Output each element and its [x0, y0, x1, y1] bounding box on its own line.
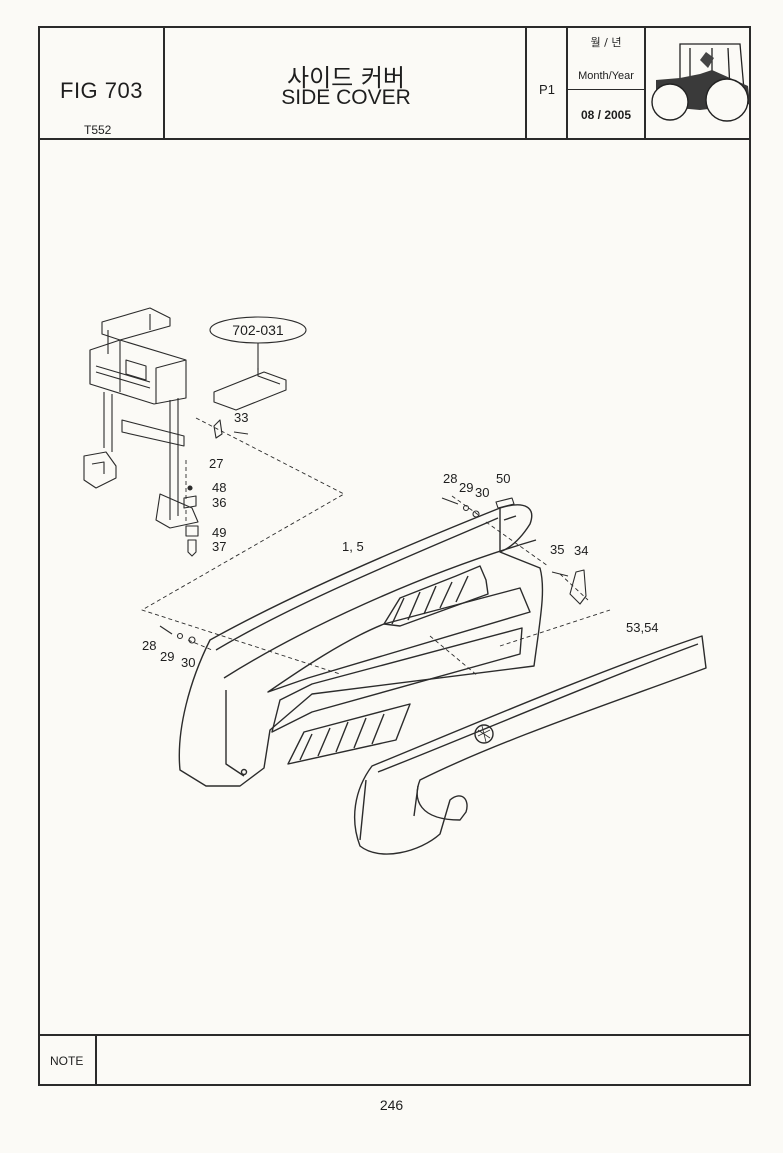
part-label-33: 33	[234, 410, 248, 425]
washer-29-left	[176, 632, 184, 640]
bolt-35	[551, 571, 569, 577]
date-value: 08 / 2005	[580, 108, 632, 122]
title-korean: 사이드 커버	[286, 64, 406, 92]
part-label-28-left: 28	[142, 638, 156, 653]
bracket-34	[569, 569, 587, 605]
part-label-28-top: 28	[443, 471, 457, 486]
part-label-50: 50	[496, 471, 510, 486]
page-number: 246	[379, 1097, 404, 1113]
date-label: Month/Year	[578, 70, 634, 82]
part-label-1-5: 1, 5	[342, 539, 364, 554]
pin-28-left	[159, 625, 173, 635]
title-block	[38, 26, 751, 140]
date-label-korean: 월 / 년	[590, 36, 622, 49]
part-label-30-top: 30	[475, 485, 489, 500]
support-bracket	[83, 307, 287, 529]
pin-28-top	[441, 497, 459, 505]
clip-50	[495, 497, 515, 509]
note-label: NOTE	[50, 1054, 84, 1068]
title-block-divider	[163, 26, 165, 140]
part-label-35: 35	[550, 542, 564, 557]
note-divider	[95, 1034, 97, 1086]
washer-29-top	[462, 504, 470, 512]
part-label-34: 34	[574, 543, 588, 558]
part-label-29-left: 29	[160, 649, 174, 664]
bracket-clip	[213, 419, 223, 439]
part-label-37: 37	[212, 539, 226, 554]
part-label-36: 36	[212, 495, 226, 510]
part-label-49: 49	[212, 525, 226, 540]
part-label-53-54: 53,54	[626, 620, 659, 635]
figure-number: FIG 703	[60, 78, 143, 103]
title-english: SIDE COVER	[281, 86, 411, 109]
side-cover-upper	[178, 504, 544, 787]
title-block-divider	[525, 26, 527, 140]
grommet-36	[183, 495, 197, 509]
page-frame	[38, 26, 751, 1086]
page-code: P1	[539, 82, 555, 97]
nut-30-top	[472, 510, 480, 518]
washer-48	[187, 485, 193, 491]
title-block-divider	[566, 26, 568, 140]
part-label-48: 48	[212, 480, 226, 495]
part-label-30-left: 30	[181, 655, 195, 670]
nut-30-left	[188, 636, 196, 644]
date-cell-divider	[566, 89, 644, 90]
screw-37	[187, 539, 197, 557]
title-block-divider	[644, 26, 646, 140]
grommet-49	[185, 525, 199, 537]
bolt-33	[233, 431, 249, 435]
note-box	[38, 1034, 751, 1086]
side-cover-lower	[354, 635, 707, 855]
model-code: T552	[84, 123, 112, 137]
reference-callout-text: 702-031	[232, 322, 284, 338]
part-label-29-top: 29	[459, 480, 473, 495]
part-label-27: 27	[209, 456, 223, 471]
